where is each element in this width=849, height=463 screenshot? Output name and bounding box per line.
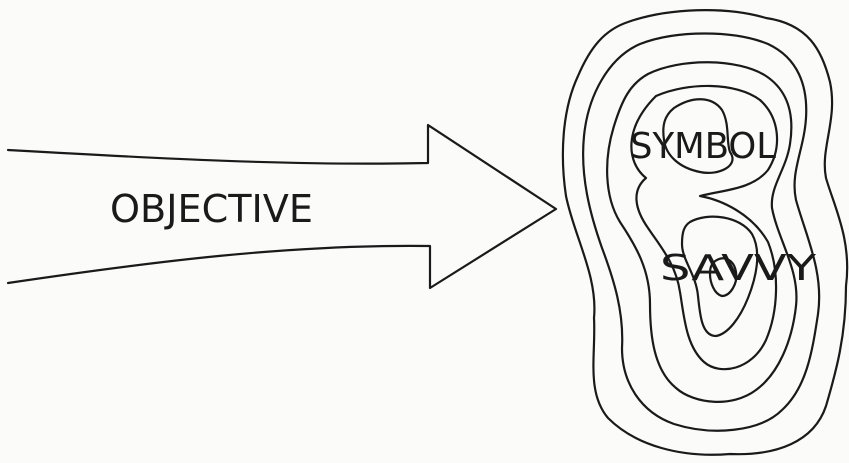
symbol-label: SYMBOL — [630, 126, 776, 167]
objective-label: OBJECTIVE — [110, 187, 313, 231]
contour-line-outer — [563, 10, 847, 455]
savvy-label: SAVVY — [660, 248, 817, 289]
contour-line-3 — [607, 62, 796, 402]
